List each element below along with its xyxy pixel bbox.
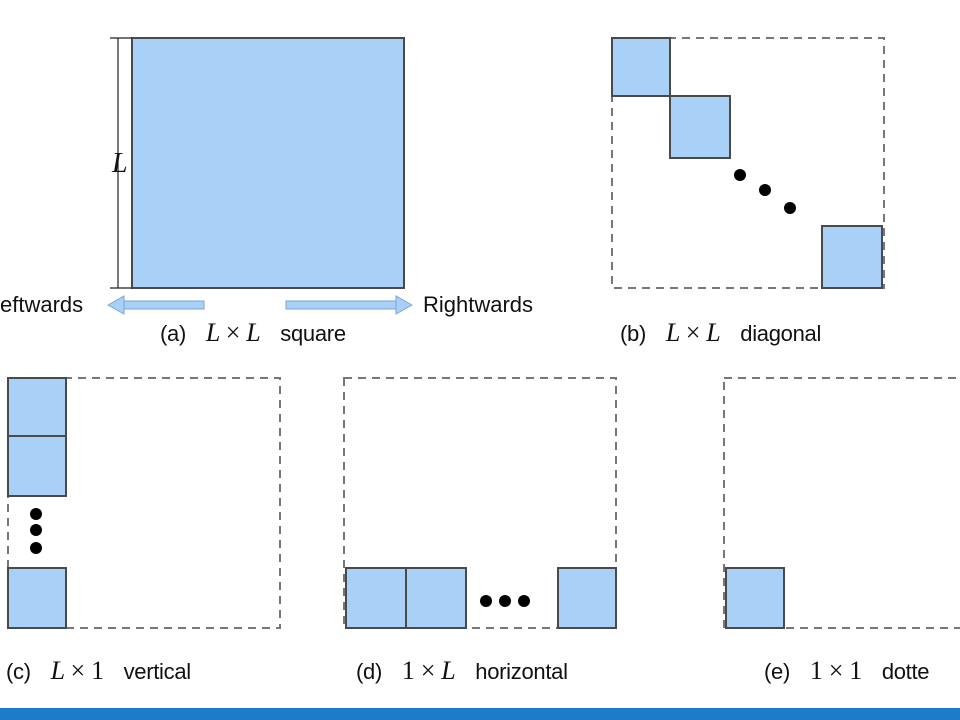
dashed-frame (7, 377, 281, 629)
dashed-frame (723, 377, 960, 629)
bottom-bar (0, 708, 960, 720)
caption-rhs: L (441, 656, 456, 685)
caption-rhs: L (246, 318, 261, 347)
caption-op: × (70, 656, 85, 685)
diagonal-block-2 (669, 95, 731, 159)
caption-lhs: 1 (401, 656, 415, 685)
rightwards-label: Rightwards (423, 292, 534, 317)
ellipsis-dot (499, 595, 511, 607)
caption-rhs: 1 (91, 656, 104, 685)
caption-tag: (e) (764, 659, 790, 684)
leftwards-arrow-icon (106, 295, 205, 315)
diagonal-block-3 (821, 225, 883, 289)
panel-a-square (106, 37, 414, 315)
caption-d: (d) 1 × L horizontal (356, 656, 568, 686)
diagonal-block-1 (611, 37, 671, 97)
square-block (131, 37, 405, 289)
leftwards-label: eftwards (0, 292, 84, 317)
caption-lhs: L (50, 656, 65, 685)
panel-d-horizontal (343, 377, 617, 629)
horizontal-block-2 (405, 567, 467, 629)
rightwards-arrow-icon (285, 295, 414, 315)
single-block (725, 567, 785, 629)
caption-c: (c) L × 1 vertical (6, 656, 191, 686)
caption-word: horizontal (475, 659, 568, 684)
horizontal-block-3 (557, 567, 617, 629)
ellipsis-dot (30, 524, 42, 536)
caption-tag: (b) (620, 321, 646, 346)
caption-a: (a) L × L square (160, 318, 346, 348)
ellipsis-dot (734, 169, 746, 181)
horizontal-block-1 (345, 567, 407, 629)
ellipsis-dot (480, 595, 492, 607)
caption-word: vertical (123, 659, 192, 684)
vertical-block-3 (7, 567, 67, 629)
ellipsis-dot (30, 508, 42, 520)
caption-tag: (a) (160, 321, 186, 346)
caption-word: diagonal (740, 321, 822, 346)
caption-rhs: 1 (849, 656, 862, 685)
panel-e-dotted (723, 377, 960, 629)
dashed-frame (343, 377, 617, 629)
vertical-block-2 (7, 435, 67, 497)
caption-e: (e) 1 × 1 dotte (764, 656, 930, 686)
panel-b-diagonal (611, 37, 885, 289)
caption-tag: (c) (6, 659, 31, 684)
ellipsis-dot (518, 595, 530, 607)
ellipsis-dot (784, 202, 796, 214)
caption-op: × (685, 318, 701, 347)
caption-lhs: 1 (809, 656, 823, 685)
ellipsis-dot (30, 542, 42, 554)
caption-op: × (420, 656, 436, 685)
dashed-frame (611, 37, 885, 289)
caption-lhs: L (205, 318, 220, 347)
caption-op: × (225, 318, 241, 347)
caption-word: square (280, 321, 346, 346)
caption-tag: (d) (356, 659, 382, 684)
vertical-block-1 (7, 377, 67, 437)
caption-rhs: L (706, 318, 721, 347)
ellipsis-dot (759, 184, 771, 196)
caption-lhs: L (665, 318, 680, 347)
caption-word: dotte (881, 659, 930, 684)
dimension-label: L (112, 148, 128, 179)
caption-op: × (828, 656, 844, 685)
panel-c-vertical (7, 377, 281, 629)
caption-b: (b) L × L diagonal (620, 318, 821, 348)
